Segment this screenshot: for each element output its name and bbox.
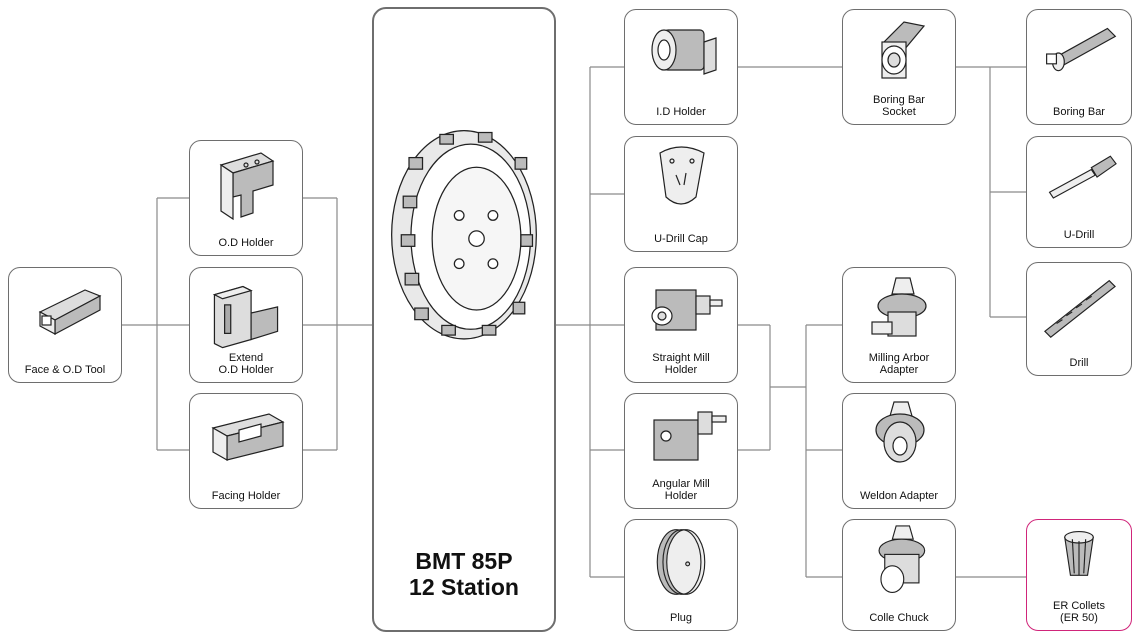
node-udrill-cap[interactable]: U-Drill Cap — [624, 136, 738, 252]
node-milling-arbor-adapter[interactable]: Milling Arbor Adapter — [842, 267, 956, 383]
node-er-collets[interactable]: ER Collets (ER 50) — [1026, 519, 1132, 631]
node-caption: Weldon Adapter — [859, 490, 939, 502]
node-caption: Drill — [1069, 357, 1089, 369]
node-caption: Boring Bar — [1053, 106, 1105, 118]
node-od-holder[interactable]: O.D Holder — [189, 140, 303, 256]
node-weldon-adapter[interactable]: Weldon Adapter — [842, 393, 956, 509]
node-caption: U-Drill — [1063, 229, 1095, 241]
node-drill[interactable]: Drill — [1026, 262, 1132, 376]
turret-title: BMT 85P 12 Station — [374, 548, 554, 600]
node-colle-chuck[interactable]: Colle Chuck — [842, 519, 956, 631]
node-caption: Plug — [669, 612, 693, 624]
boring-bar-image — [1027, 14, 1131, 94]
node-plug[interactable]: Plug — [624, 519, 738, 631]
node-caption: Extend O.D Holder — [218, 352, 274, 376]
node-caption: Angular Mill Holder — [652, 478, 710, 502]
node-caption: Milling Arbor Adapter — [868, 352, 930, 376]
turret-title-line1: BMT 85P — [415, 548, 513, 574]
id-holder-image — [625, 14, 737, 94]
drill-image — [1027, 267, 1131, 345]
boring-bar-socket-image — [843, 14, 955, 94]
node-caption: Colle Chuck — [869, 612, 929, 624]
node-caption: Boring Bar Socket — [873, 94, 925, 118]
turret-hub-card[interactable]: BMT 85P 12 Station — [372, 7, 556, 632]
node-boring-bar-socket[interactable]: Boring Bar Socket — [842, 9, 956, 125]
node-caption: I.D Holder — [656, 106, 706, 118]
er-collets-image — [1027, 524, 1131, 600]
node-straight-mill-holder[interactable]: Straight Mill Holder — [624, 267, 738, 383]
node-caption: ER Collets (ER 50) — [1053, 600, 1105, 624]
node-facing-holder[interactable]: Facing Holder — [189, 393, 303, 509]
straight-mill-holder-image — [625, 272, 737, 352]
extend-od-holder-image — [190, 272, 302, 352]
facing-holder-image — [190, 398, 302, 478]
node-face-od-tool[interactable]: Face & O.D Tool — [8, 267, 122, 383]
plug-image — [625, 524, 737, 600]
node-caption: Face & O.D Tool — [24, 364, 106, 376]
weldon-adapter-image — [843, 398, 955, 478]
node-caption: Facing Holder — [211, 490, 281, 502]
face-tool-image — [9, 272, 121, 352]
node-caption: O.D Holder — [218, 237, 274, 249]
node-angular-mill-holder[interactable]: Angular Mill Holder — [624, 393, 738, 509]
turret-title-line2: 12 Station — [409, 574, 519, 600]
turret-disc-image — [382, 119, 546, 359]
udrill-cap-image — [625, 141, 737, 221]
u-drill-image — [1027, 141, 1131, 217]
node-u-drill[interactable]: U-Drill — [1026, 136, 1132, 248]
node-boring-bar[interactable]: Boring Bar — [1026, 9, 1132, 125]
angular-mill-holder-image — [625, 398, 737, 478]
milling-arbor-adapter-image — [843, 272, 955, 352]
node-id-holder[interactable]: I.D Holder — [624, 9, 738, 125]
node-caption: U-Drill Cap — [654, 233, 708, 245]
colle-chuck-image — [843, 524, 955, 600]
node-extend-od-holder[interactable]: Extend O.D Holder — [189, 267, 303, 383]
node-caption: Straight Mill Holder — [652, 352, 710, 376]
od-holder-image — [190, 145, 302, 225]
